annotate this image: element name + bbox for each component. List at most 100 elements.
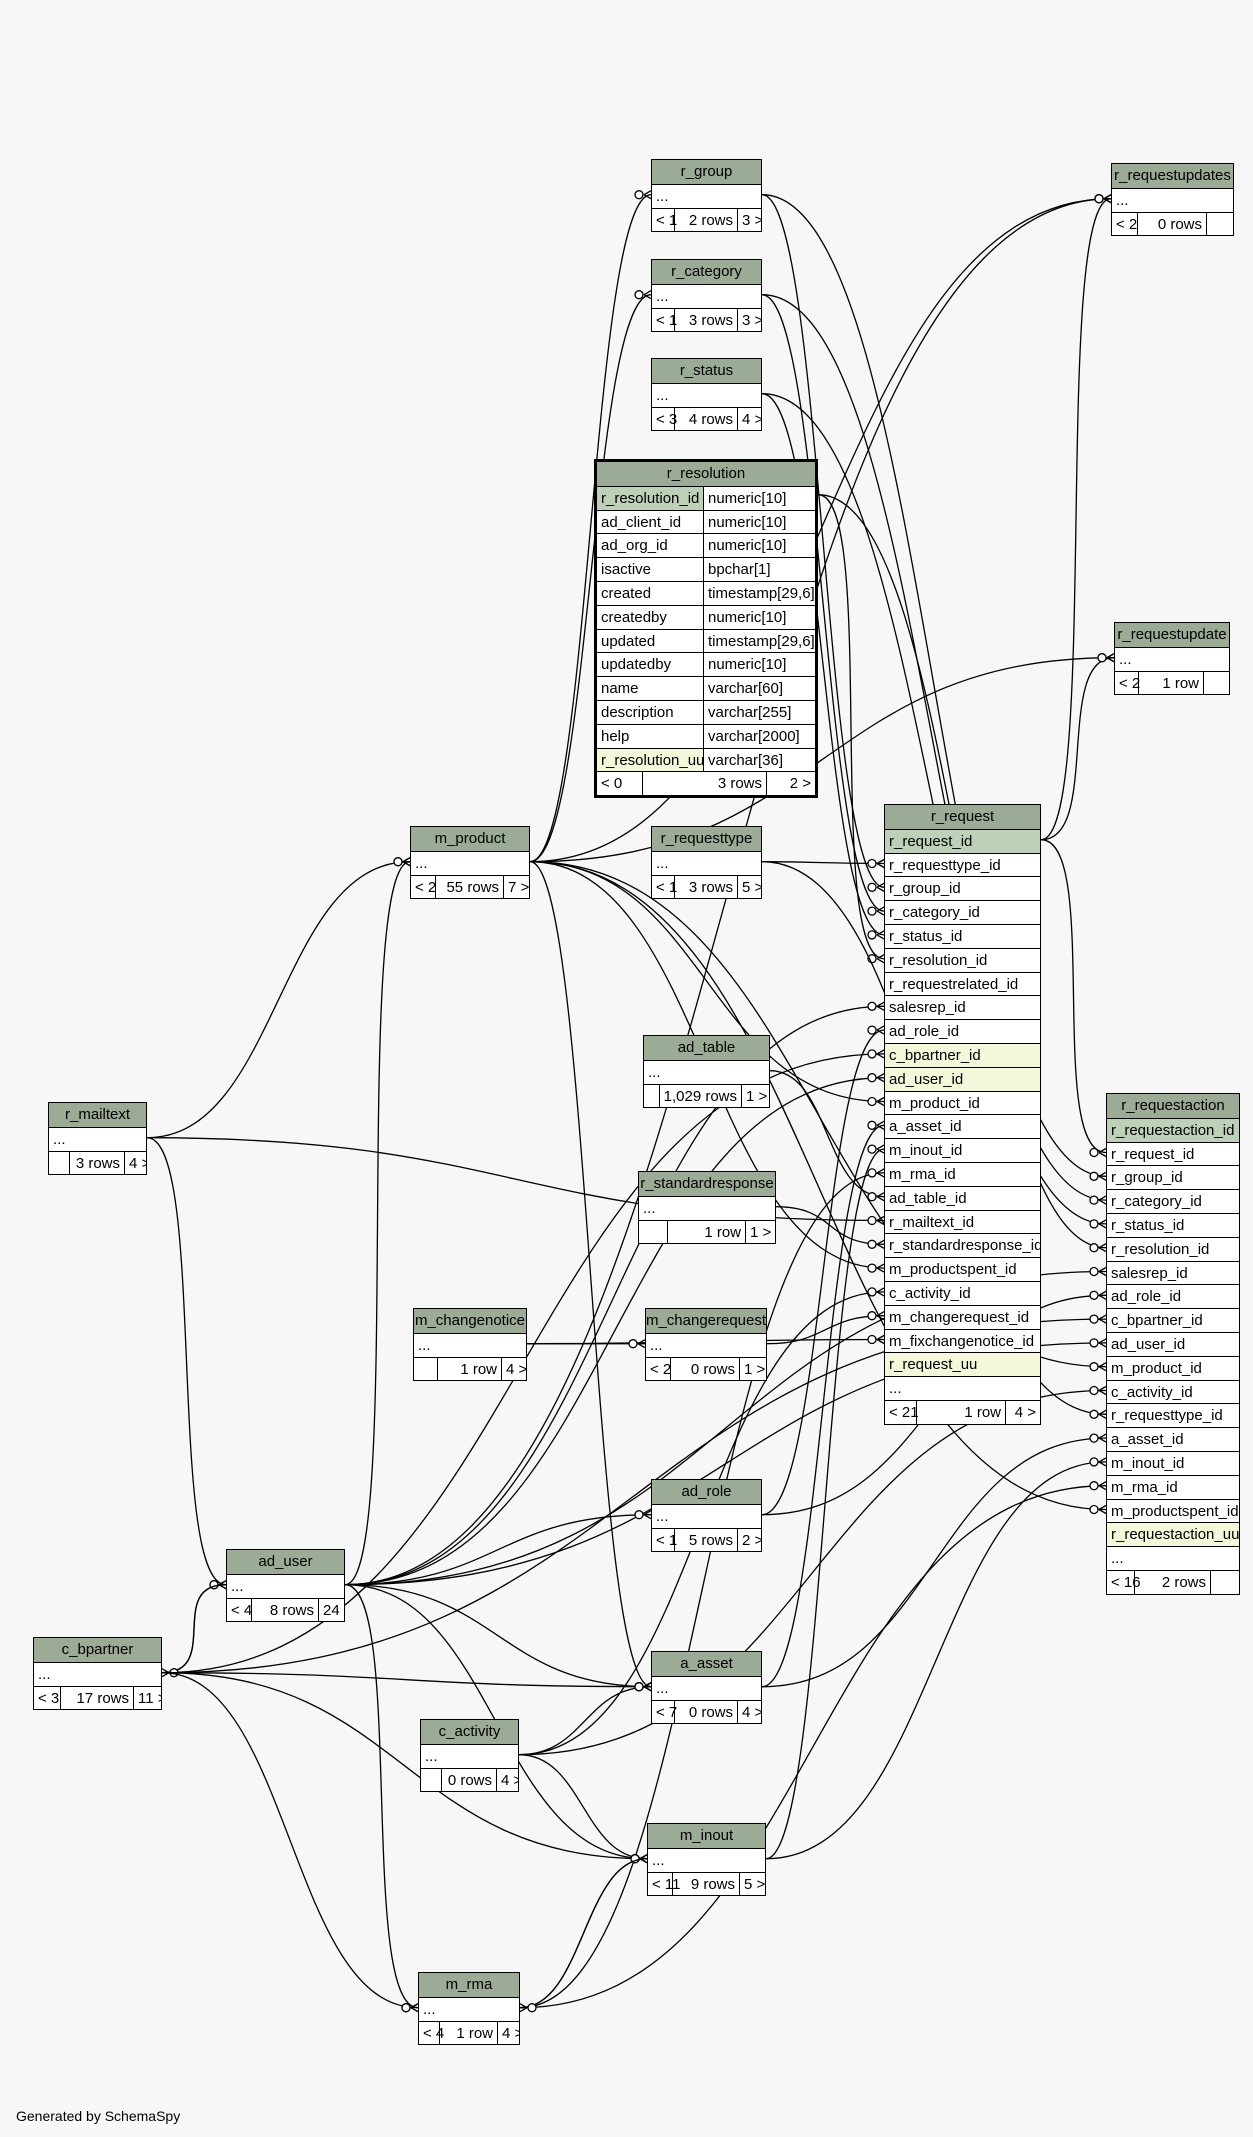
footer-children[interactable]: 5 > [737, 875, 761, 899]
table-header[interactable]: ad_user [227, 1550, 344, 1574]
footer-children[interactable] [1210, 1570, 1239, 1594]
table-header[interactable]: ad_role [652, 1480, 761, 1504]
table-header[interactable]: r_status [652, 359, 761, 383]
footer-parents[interactable]: < 4 [423, 2024, 445, 2042]
column-row: ... [227, 1573, 344, 1598]
footer-children[interactable]: 24 > [318, 1598, 344, 1622]
table-header[interactable]: r_standardresponse [639, 1172, 775, 1196]
edge-optional-marker [867, 1168, 877, 1178]
table-header[interactable]: a_asset [652, 1652, 761, 1676]
table-header[interactable]: r_requestupdates [1112, 164, 1233, 188]
table-header[interactable]: r_requesttype [652, 827, 761, 851]
footer-children[interactable]: 2 > [737, 1528, 761, 1552]
footer-children[interactable]: 4 > [1005, 1400, 1040, 1424]
table-header[interactable]: m_rma [419, 1973, 519, 1997]
footer-children[interactable]: 4 > [501, 1357, 526, 1381]
footer-parents[interactable]: < 7 [656, 1703, 678, 1721]
footer-parents[interactable]: < 2 [415, 878, 437, 896]
footer-parents[interactable]: < 0 [601, 775, 623, 793]
footer-parents[interactable]: < 3 [38, 1689, 60, 1707]
footer-parents[interactable] [639, 1221, 667, 1244]
footer-children[interactable]: 5 > [739, 1872, 765, 1896]
table-header[interactable]: r_group [652, 160, 761, 184]
footer-parents[interactable]: < 3 [656, 410, 678, 428]
footer-children[interactable]: 3 > [737, 308, 761, 332]
table-header[interactable]: r_category [652, 260, 761, 284]
footer-parents[interactable]: < 4 [231, 1601, 253, 1619]
footer-parents[interactable]: < 1 [656, 311, 678, 329]
footer-children[interactable]: 4 > [497, 2021, 519, 2045]
edge-optional-marker [628, 1339, 638, 1349]
footer-parents[interactable] [644, 1085, 659, 1108]
edge-optional-marker [867, 1049, 877, 1059]
relationship-edge-ad_user-ad_role [344, 1514, 652, 1586]
footer-parents[interactable]: < 11 [652, 1875, 681, 1893]
footer-children[interactable]: 3 > [737, 208, 761, 232]
table-header[interactable]: r_requestupdate [1115, 623, 1229, 647]
footer-parents[interactable]: < 21 [889, 1403, 919, 1421]
footer-parents[interactable]: < 1 [656, 1531, 678, 1549]
footer-children[interactable] [1206, 212, 1233, 236]
column-row: c_activity_id [1107, 1379, 1239, 1404]
table-header[interactable]: m_changerequest [646, 1309, 766, 1333]
edge-many-marker [876, 1287, 885, 1297]
table-header[interactable]: r_requestaction [1107, 1094, 1239, 1118]
table-header[interactable]: r_request [885, 805, 1040, 829]
footer-parents[interactable] [421, 1769, 441, 1792]
table-header[interactable]: m_inout [648, 1824, 765, 1848]
footer-parents[interactable]: < 16 [1111, 1573, 1141, 1591]
table-header[interactable]: c_activity [421, 1720, 518, 1744]
footer-rowcount: 1,029 rows [658, 1084, 741, 1108]
footer-children[interactable]: 7 > [503, 875, 529, 899]
table-header[interactable]: r_mailtext [49, 1103, 146, 1127]
table-header[interactable]: m_changenotice [414, 1309, 526, 1333]
footer-parents[interactable] [49, 1152, 69, 1175]
footer-parents[interactable]: < 1 [656, 211, 678, 229]
footer-children[interactable]: 1 > [745, 1220, 775, 1244]
edge-many-marker [643, 1510, 652, 1520]
footer-children[interactable]: 1 > [741, 1084, 769, 1108]
footer-parents[interactable]: < 2 [1119, 674, 1141, 692]
footer-children[interactable]: 1 > [739, 1357, 766, 1381]
footer-children[interactable]: 11 > [133, 1686, 161, 1710]
edge-many-marker [1098, 1243, 1107, 1253]
table-header[interactable]: m_product [411, 827, 529, 851]
table-header[interactable]: ad_table [644, 1036, 769, 1060]
table-header[interactable]: c_bpartner [34, 1638, 161, 1662]
footer-parents[interactable]: < 2 [1116, 215, 1138, 233]
footer-children[interactable]: 4 > [124, 1151, 146, 1175]
footer-parents[interactable]: < 1 [656, 878, 678, 896]
footer-children[interactable] [1203, 671, 1229, 695]
footer-rowcount: 3 rows [674, 308, 737, 332]
footer-children[interactable]: 4 > [737, 407, 761, 431]
table-header[interactable]: r_resolution [597, 462, 815, 486]
footer-parents[interactable]: < 2 [650, 1360, 672, 1378]
edge-optional-marker [1089, 1433, 1099, 1443]
footer-children[interactable]: 4 > [496, 1768, 518, 1792]
footer-parents[interactable] [414, 1358, 437, 1381]
footer-children[interactable]: 4 > [737, 1700, 761, 1724]
footer-children[interactable]: 2 > [766, 772, 815, 796]
